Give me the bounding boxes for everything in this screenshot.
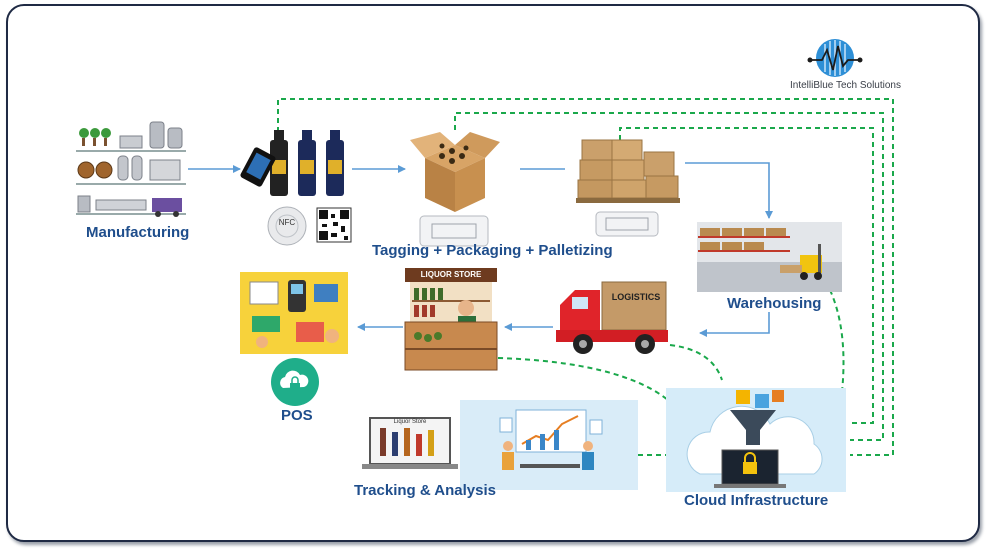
rfid-tag-icon-2 [595, 211, 659, 237]
stage-label-pos: POS [281, 407, 313, 424]
data-link-palletizing [619, 127, 874, 424]
stage-label-warehousing: Warehousing [727, 295, 822, 312]
data-link-logistics [669, 344, 723, 381]
data-link-warehouse [829, 289, 845, 393]
packaging-box-icon [410, 132, 500, 212]
warehouse-icon [697, 222, 842, 292]
cloud-infrastructure-icon [666, 388, 846, 492]
stage-label-cloud: Cloud Infrastructure [684, 492, 829, 509]
analytics-meeting-icon [460, 400, 638, 490]
pallet-boxes-icon [576, 139, 680, 203]
nfc-tag-icon [267, 206, 307, 246]
manufacturing-plant-icon [76, 121, 186, 217]
liquor-store-icon [404, 268, 498, 371]
stage-label-tracking: Tracking & Analysis [354, 482, 497, 499]
bottle-scanning-icon [240, 130, 344, 196]
store-sign: LIQUOR STORE [420, 270, 482, 279]
logistics-truck-icon [556, 281, 668, 354]
intelliblue-logo-icon [807, 39, 863, 77]
pos-cloud-lock-icon [271, 358, 319, 406]
rfid-tag-icon [419, 215, 489, 247]
data-link-store [497, 357, 669, 401]
stage-label-tagging: Tagging + Packaging + Palletizing [372, 242, 613, 259]
data-link-manufacturing [277, 98, 894, 456]
pos-payment-icon [240, 272, 348, 354]
nfc-tag-label: NFC [278, 218, 296, 227]
qr-code-icon [316, 207, 352, 243]
stage-label-manufacturing: Manufacturing [86, 224, 190, 241]
laptop-screen-label: Liquor Store [393, 419, 427, 425]
flow-arrow-warehouse-truck [699, 312, 770, 337]
tracking-laptop-icon [362, 417, 458, 469]
data-link-tagging [454, 112, 884, 441]
flow-arrow-pallet-warehouse [685, 162, 773, 219]
truck-sign: LOGISTICS [611, 292, 661, 302]
brand-name: IntelliBlue Tech Solutions [790, 80, 901, 91]
